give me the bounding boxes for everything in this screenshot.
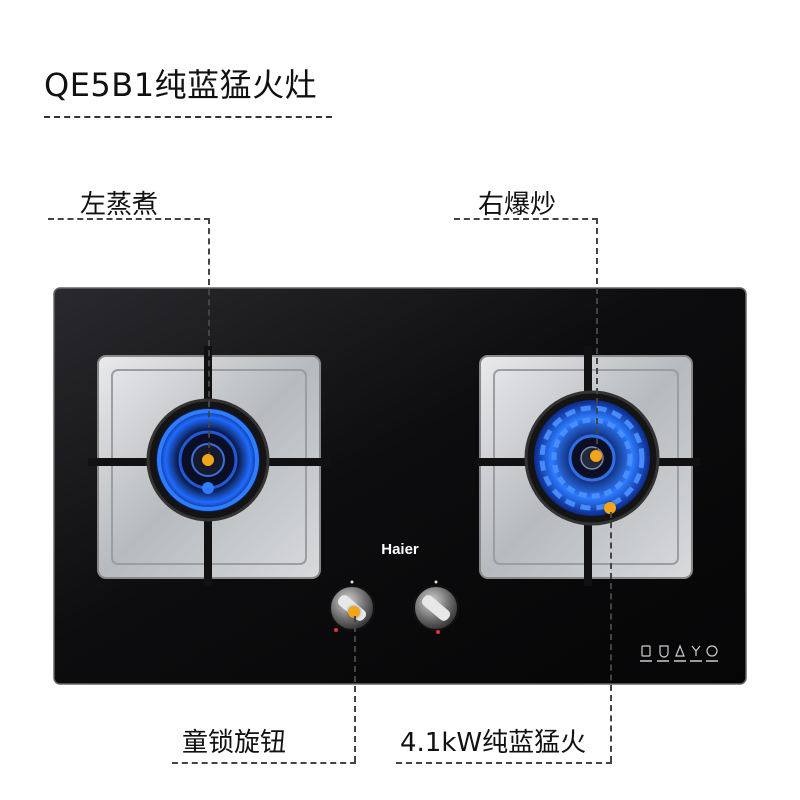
child-lock-icon	[641, 645, 651, 657]
product-title: QE5B1纯蓝猛火灶	[44, 66, 318, 104]
flame-icon	[675, 644, 685, 657]
callout-left-burner-label: 左蒸煮	[80, 190, 159, 220]
callout-right-burner-line	[454, 218, 598, 220]
callout-knob-dot	[348, 606, 360, 618]
callout-power-label: 4.1kW纯蓝猛火	[400, 728, 587, 758]
callout-power-leader	[610, 512, 612, 762]
callout-power-line	[396, 762, 612, 764]
callout-power-dot	[604, 502, 616, 514]
title-divider	[44, 116, 332, 118]
callout-right-burner-label: 右爆炒	[478, 190, 557, 220]
timer-icon	[706, 645, 718, 657]
brand-logo: Haier	[381, 541, 419, 558]
callout-left-burner-line	[48, 218, 210, 220]
shield-icon	[659, 645, 669, 658]
callout-left-burner-dot	[202, 454, 214, 466]
callout-knob-line	[172, 762, 356, 764]
callout-right-burner-dot	[590, 450, 602, 462]
callout-knob-label: 童锁旋钮	[182, 728, 287, 758]
right-knob	[413, 580, 459, 634]
fan-icon	[691, 645, 701, 656]
callout-left-burner-leader	[208, 218, 210, 458]
control-icons	[641, 644, 718, 658]
callout-knob-leader	[354, 616, 356, 762]
callout-right-burner-leader	[596, 218, 598, 454]
